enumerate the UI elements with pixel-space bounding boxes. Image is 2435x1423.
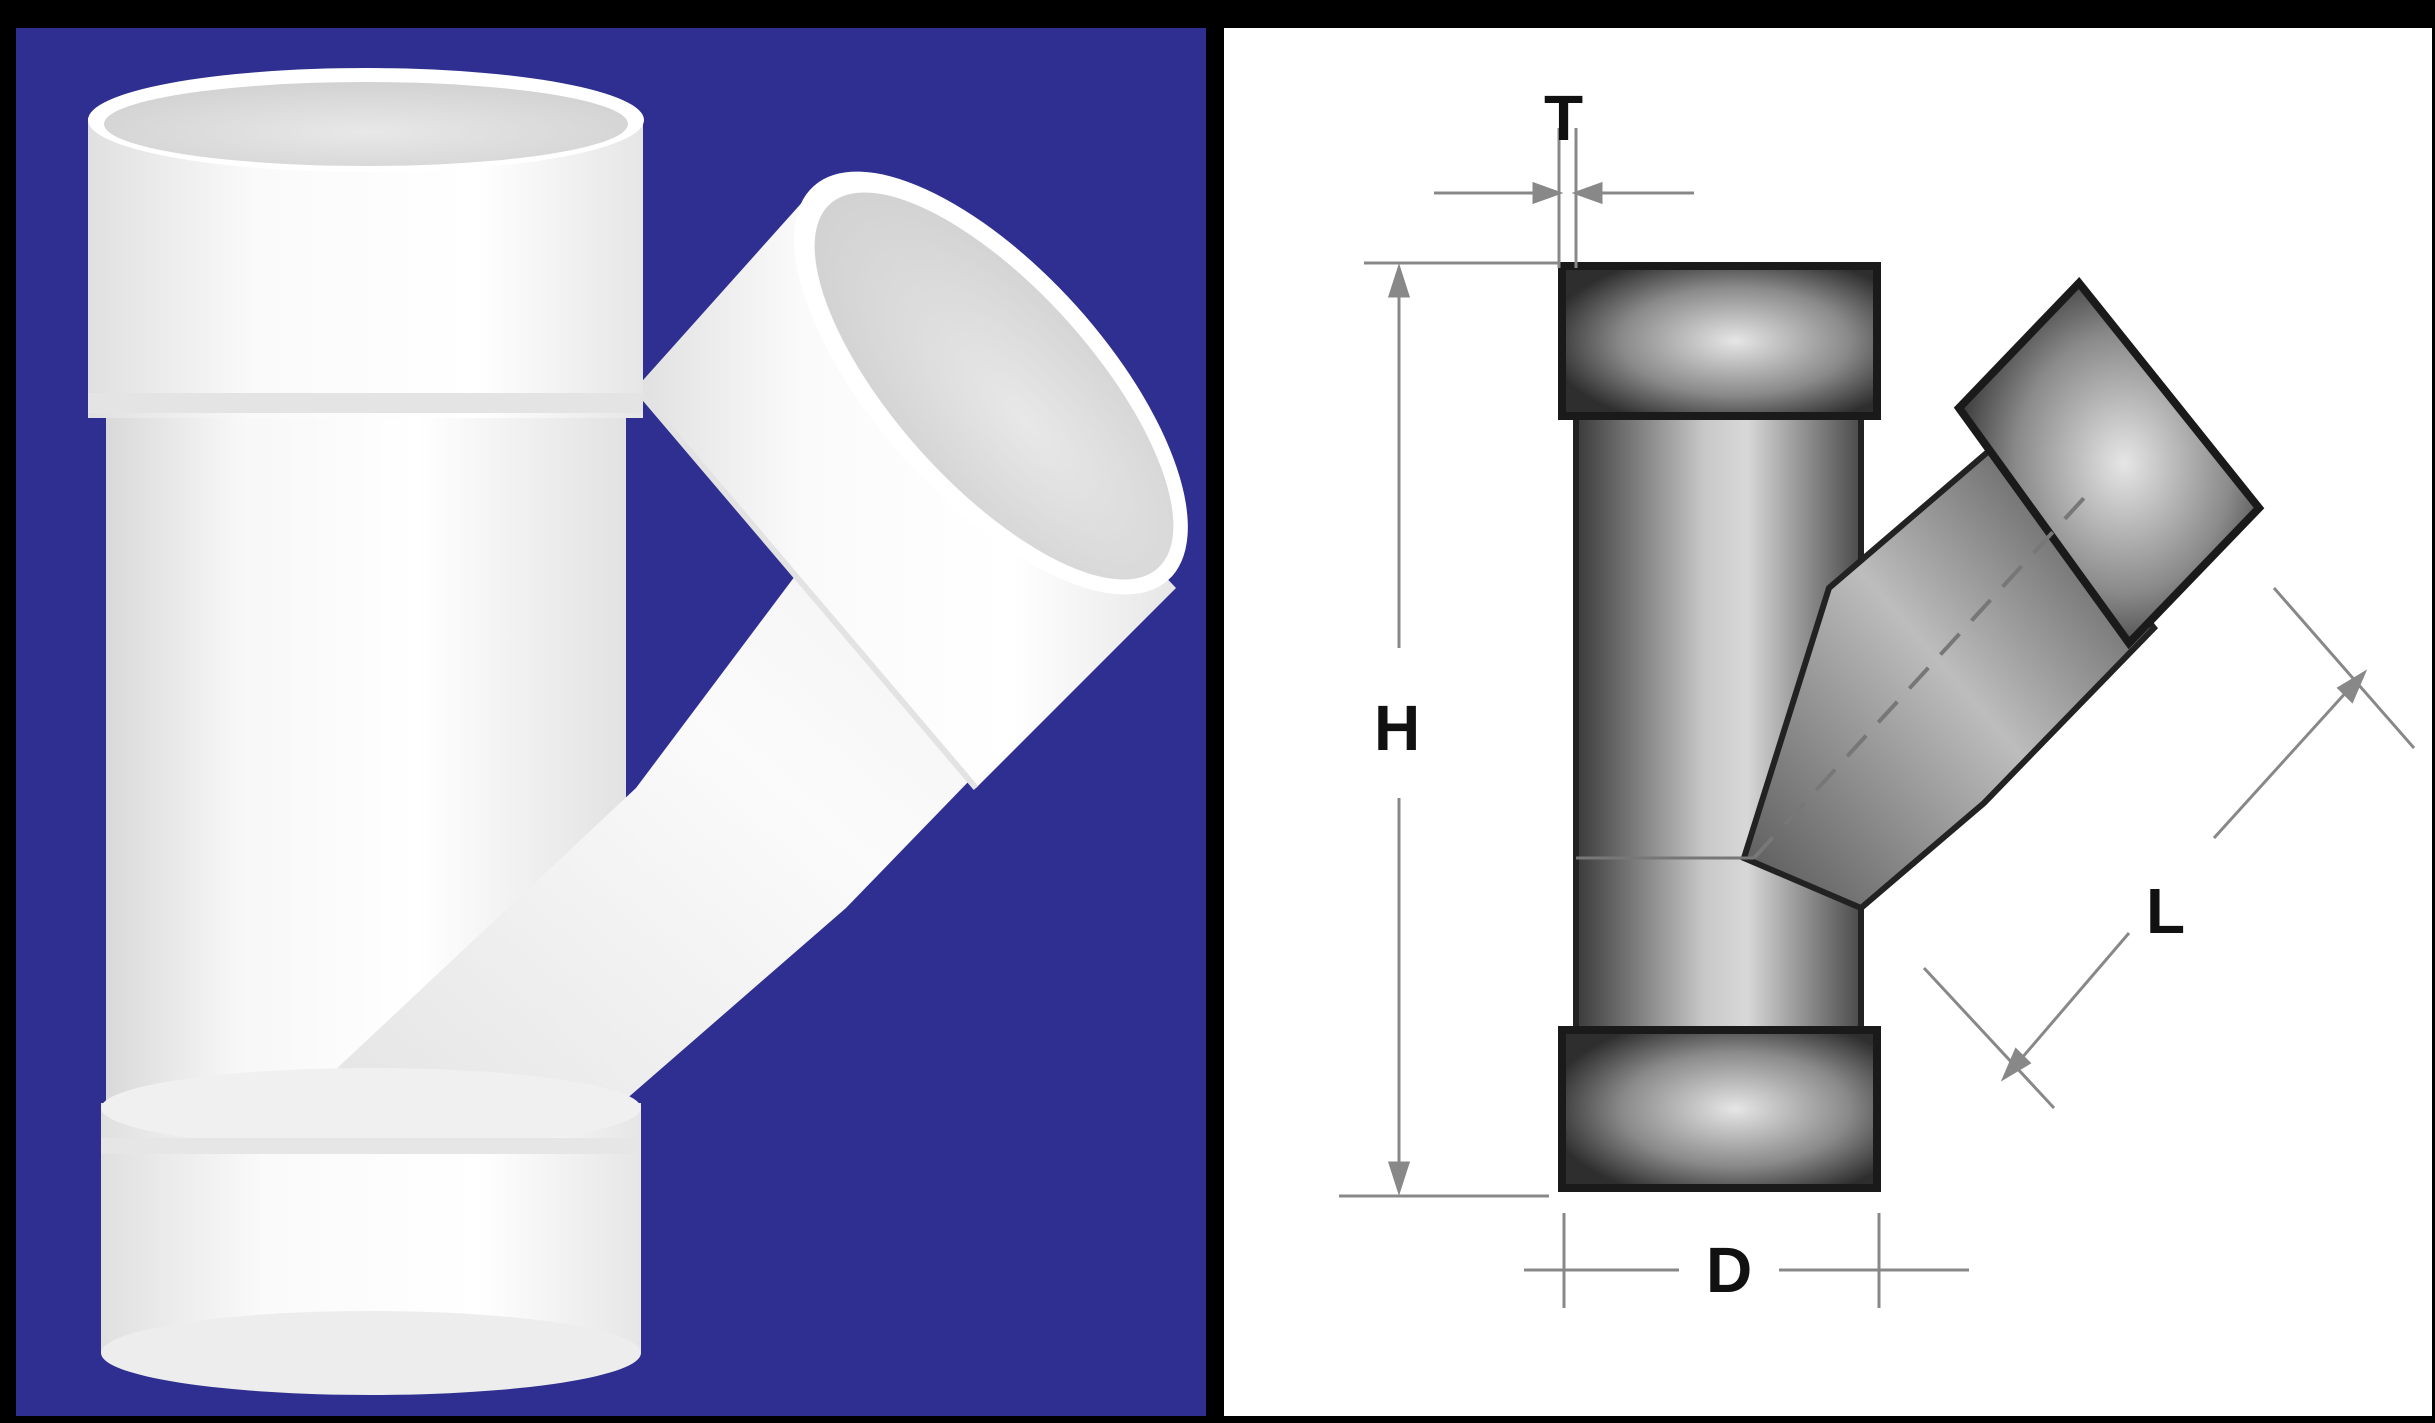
drawing-panel: T H D [1224,28,2432,1416]
top-hub [88,68,644,418]
drawing-bottom-hub [1558,1026,1881,1192]
bottom-hub [101,1068,641,1395]
pvc-wye-render [88,68,1188,1395]
drawing-top-hub [1558,262,1881,420]
drawing-branch [1576,276,2265,912]
branch-pipe [316,171,1188,1108]
dimension-d [1524,1213,1969,1308]
dimension-drawing: T H D [1339,82,2416,1308]
label-d: D [1706,1234,1752,1306]
dimension-h [1339,261,1559,1198]
photo-panel [16,28,1206,1416]
dimension-l [1922,587,2416,1110]
top-opening [104,82,628,166]
label-t: T [1544,82,1583,154]
dimension-t [1434,128,1694,268]
label-h: H [1374,692,1420,764]
label-l: L [2146,875,2185,947]
